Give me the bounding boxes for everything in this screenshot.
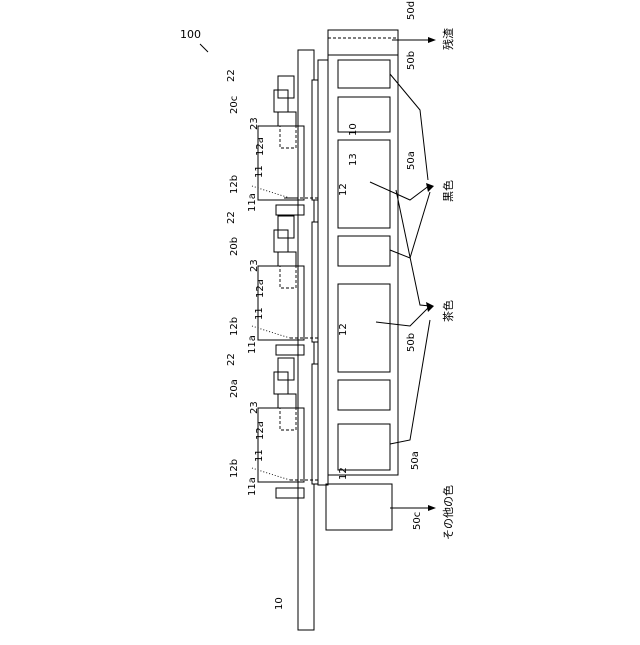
- label-12a-mid: 12a: [255, 279, 266, 298]
- label-50a-top: 50a: [406, 151, 417, 170]
- label-12-bottom: 12: [338, 467, 349, 480]
- label-20c: 20c: [229, 96, 240, 114]
- label-50c: 50c: [412, 512, 423, 530]
- label-50d: 50d: [406, 1, 417, 20]
- label-23-top: 23: [249, 117, 260, 130]
- label-12b-mid: 12b: [229, 317, 240, 336]
- label-22-bottom: 22: [226, 353, 237, 366]
- label-13: 13: [348, 153, 359, 166]
- label-11-mid: 11: [254, 307, 265, 320]
- label-20a: 20a: [229, 379, 240, 398]
- label-11-top: 11: [254, 165, 265, 178]
- label-11a-mid: 11a: [247, 335, 258, 354]
- label-12a-bottom: 12a: [255, 421, 266, 440]
- label-50b-mid: 50b: [406, 333, 417, 352]
- output-brown: 茶色: [441, 300, 455, 322]
- label-23-mid: 23: [249, 259, 260, 272]
- label-10-bottom: 10: [274, 597, 285, 610]
- output-black: 黒色: [441, 180, 455, 202]
- inner-rail: [318, 60, 328, 485]
- label-23-bottom: 23: [249, 401, 260, 414]
- label-22-top: 22: [226, 69, 237, 82]
- label-11-bottom: 11: [254, 449, 265, 462]
- bin-small-1: [338, 97, 390, 132]
- label-100: 100: [180, 28, 201, 41]
- label-12-mid: 12: [338, 323, 349, 336]
- bin-50a-bottom: [338, 424, 390, 470]
- bin-50b-top: [338, 60, 390, 88]
- label-20b: 20b: [229, 237, 240, 256]
- label-12b-bottom: 12b: [229, 459, 240, 478]
- label-22-mid: 22: [226, 211, 237, 224]
- bin-50c: [326, 484, 392, 530]
- output-other: その他の色: [441, 485, 455, 540]
- label-10-top: 10: [348, 123, 359, 136]
- bin-small-2: [338, 236, 390, 266]
- label-12a-top: 12a: [255, 137, 266, 156]
- output-waste: 残渣: [441, 28, 455, 50]
- bin-small-3: [338, 380, 390, 410]
- label-12-top: 12: [338, 183, 349, 196]
- label-12b-top: 12b: [229, 175, 240, 194]
- label-11a-top: 11a: [247, 193, 258, 212]
- label-50b-top: 50b: [406, 51, 417, 70]
- label-11a-bottom: 11a: [247, 477, 258, 496]
- label-50a-bottom: 50a: [410, 451, 421, 470]
